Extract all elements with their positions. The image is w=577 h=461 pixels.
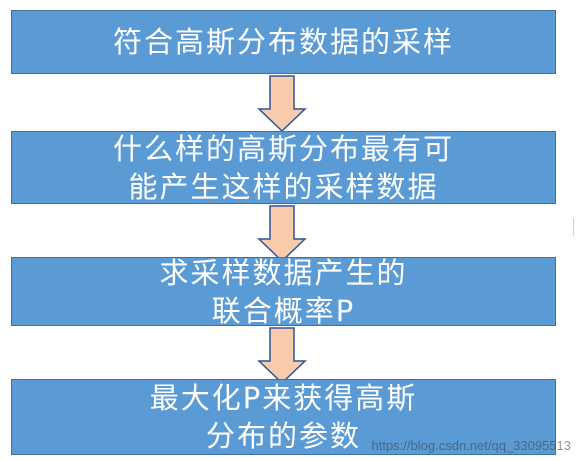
down-arrow-1 [257,75,307,133]
step-3-line-1: 求采样数据产生的 [159,255,408,290]
down-arrow-3 [257,327,307,385]
step-2-line-1: 什么样的高斯分布最有可 [112,131,454,166]
step-box-3: 求采样数据产生的 联合概率P [11,255,556,328]
step-4-line-1: 最大化P来获得高斯 [149,381,418,415]
step-box-2: 什么样的高斯分布最有可 能产生这样的采样数据 [11,131,556,204]
watermark-text: https://blog.csdn.net/qq_33095513 [371,438,572,453]
step-box-4: 最大化P来获得高斯 分布的参数 [11,379,556,455]
step-2-line-2: 能产生这样的采样数据 [128,169,439,204]
step-4-line-2: 分布的参数 [205,419,361,453]
down-arrow-2 [257,205,307,263]
step-1-line-1: 符合高斯分布数据的采样 [112,25,454,59]
step-box-1: 符合高斯分布数据的采样 [11,10,556,74]
step-3-line-2: 联合概率P [211,293,356,328]
scrollbar-edge [573,218,574,236]
